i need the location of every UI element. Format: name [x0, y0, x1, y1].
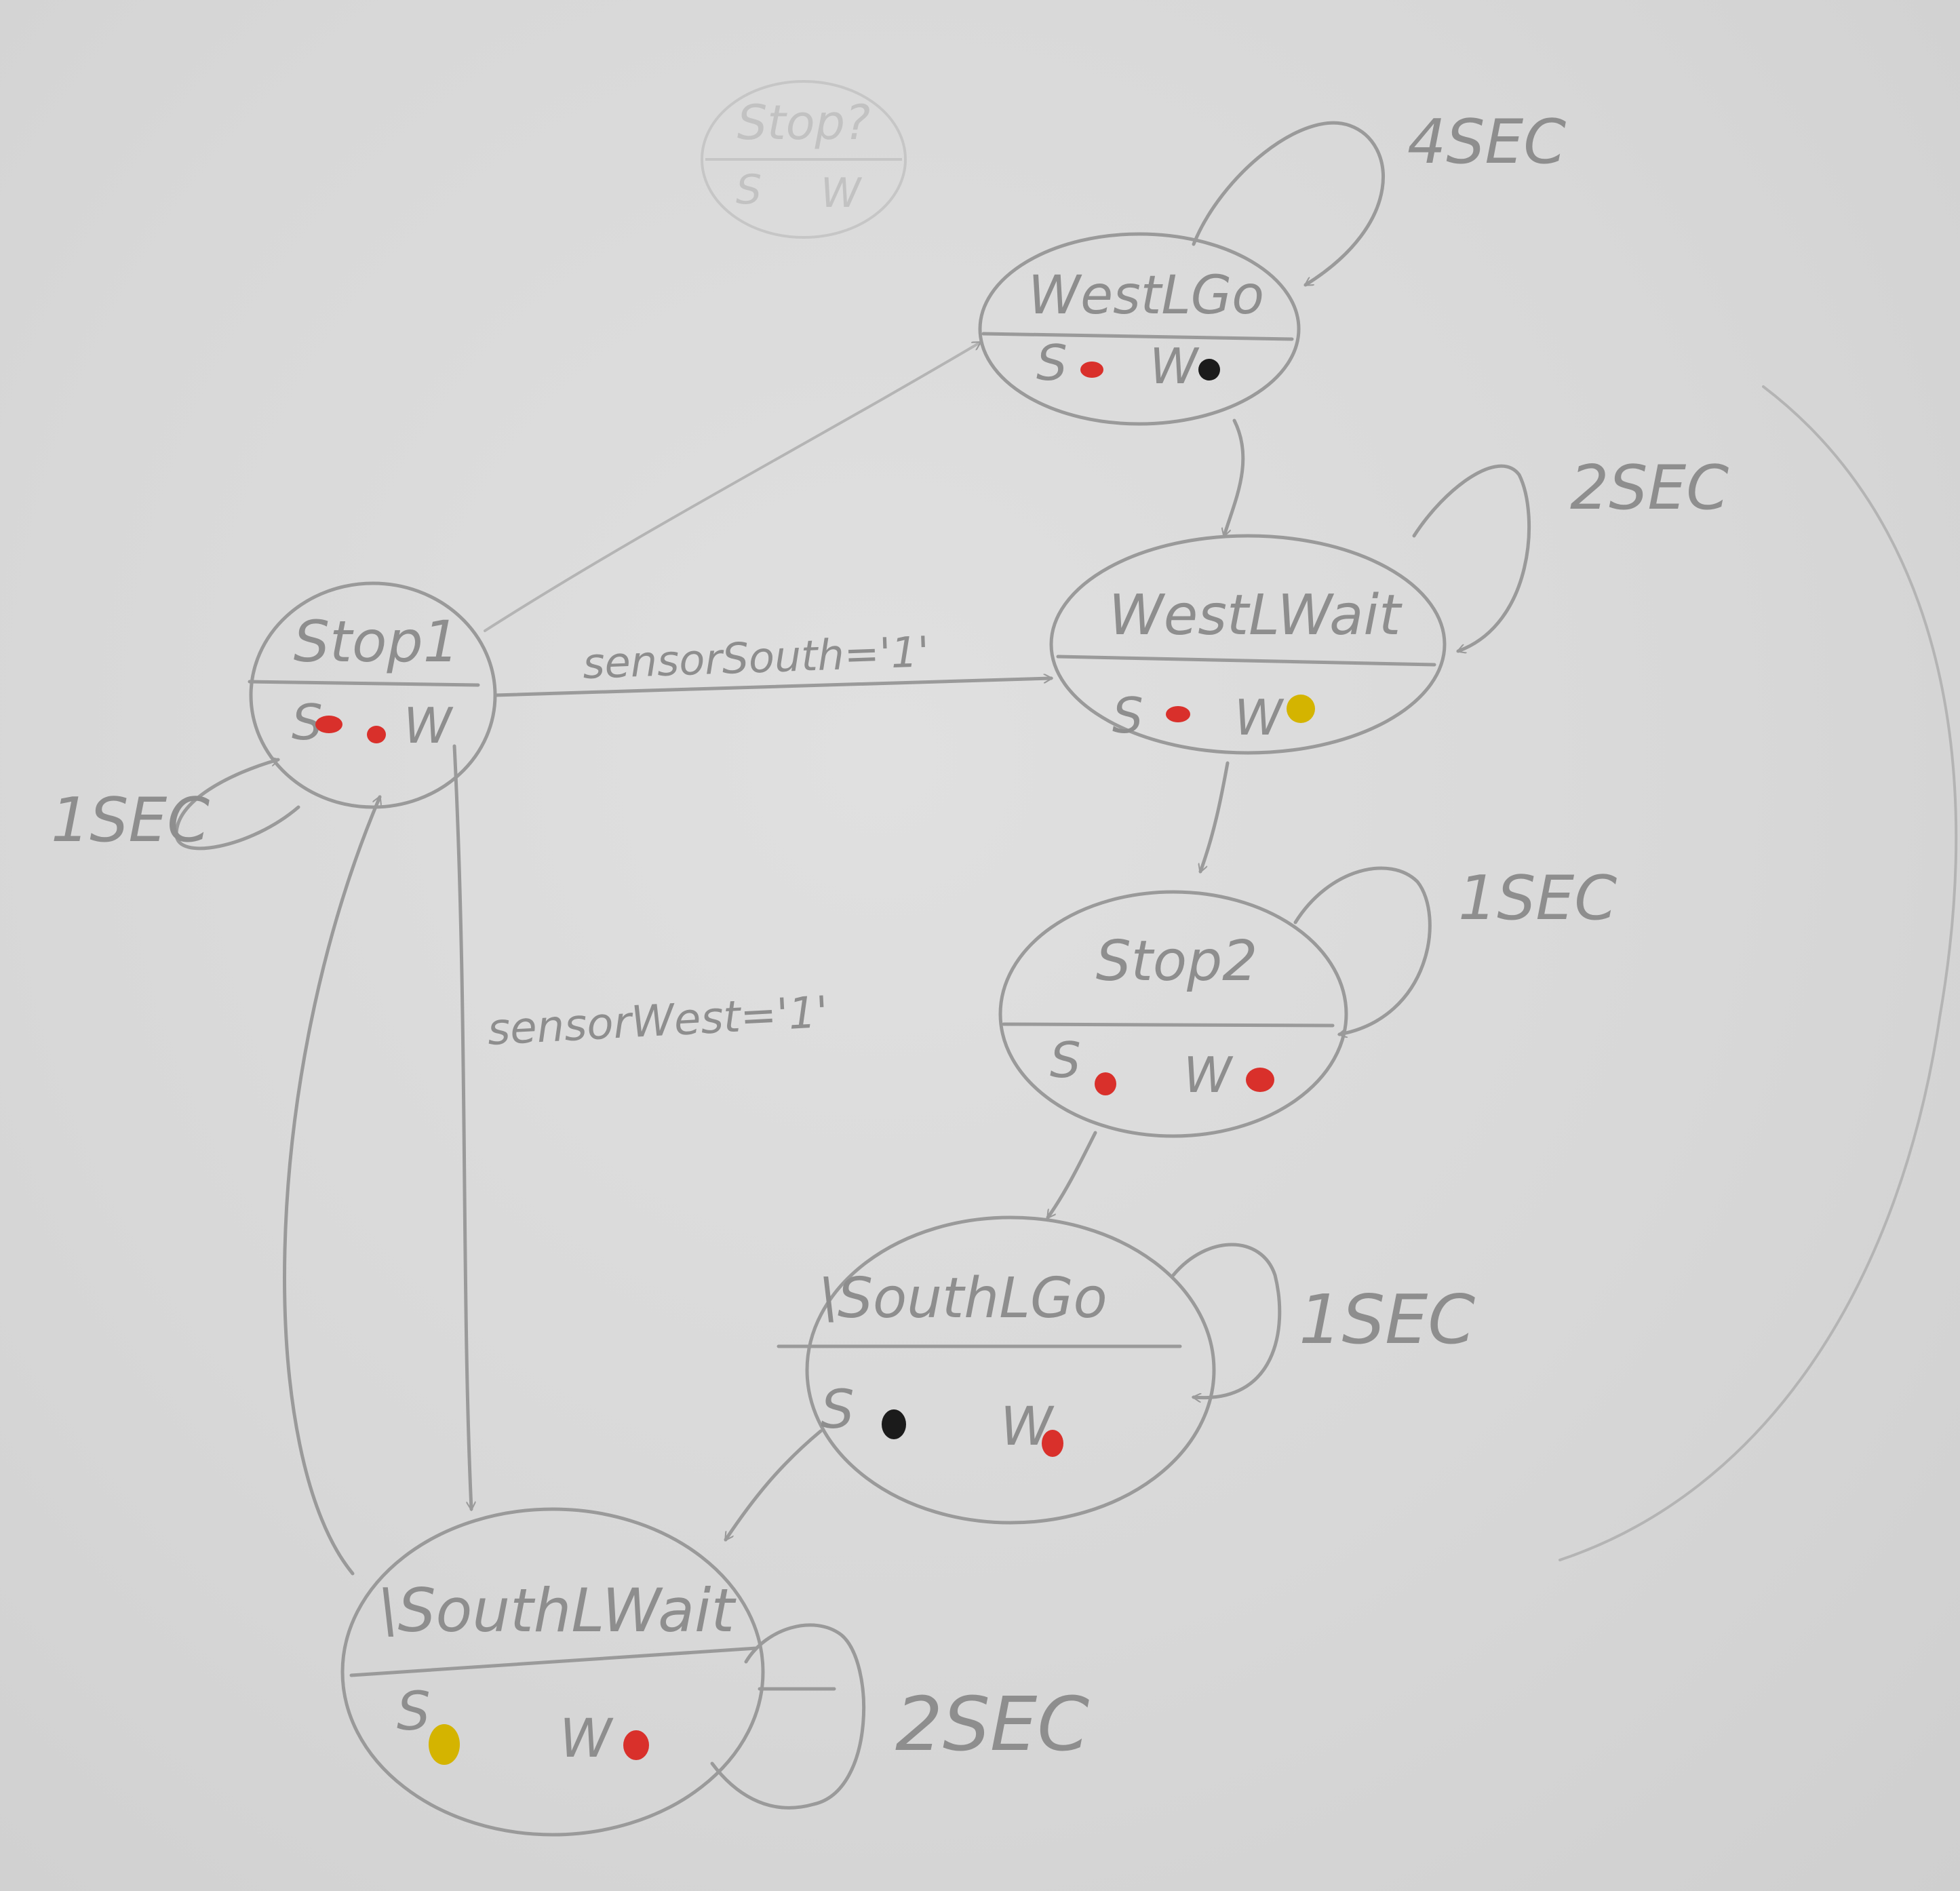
- state-stop2-w-label: W: [1183, 1047, 1234, 1104]
- faint-state-name: Stop?: [737, 95, 870, 151]
- transition-west-wait-to-stop2: [1200, 761, 1230, 872]
- state-south-wait-s-label: S: [397, 1681, 431, 1742]
- stop1-south-light-red: [315, 716, 342, 733]
- state-west-wait: WestLWait S W: [1049, 534, 1447, 755]
- faint-state-w-label: W: [821, 170, 863, 217]
- transition-south-go-to-south-wait: [724, 1429, 823, 1540]
- transition-stop1-to-west-go: [484, 341, 980, 632]
- state-west-wait-w-label: W: [1234, 689, 1285, 746]
- self-loop-south-go-label: 1SEC: [1299, 1280, 1475, 1359]
- self-loop-south-go: [1171, 1243, 1282, 1398]
- south-wait-west-light-red: [623, 1730, 649, 1760]
- state-stop1: Stop1 S W: [248, 581, 497, 809]
- state-west-wait-s-label: S: [1112, 687, 1143, 744]
- transition-south-wait-to-stop1: [283, 797, 380, 1576]
- state-south-go: \SouthLGo S W: [777, 1215, 1216, 1525]
- state-south-wait: \SouthLWait S W: [340, 1507, 765, 1837]
- west-wait-south-light-red: [1166, 706, 1190, 722]
- state-west-wait-name: WestLWait: [1109, 583, 1403, 648]
- self-loop-stop1: [174, 760, 300, 851]
- self-loop-stop1-label: 1SEC: [51, 785, 210, 856]
- state-stop1-name: Stop1: [294, 608, 459, 675]
- self-loop-west-go: [1192, 121, 1385, 287]
- transition-west-go-to-west-wait: [1224, 418, 1245, 536]
- stop2-south-light-red: [1095, 1072, 1116, 1095]
- faint-outer-curve: [1559, 385, 1958, 1561]
- south-go-south-light-black: [882, 1409, 906, 1439]
- transition-sensor-west-label: sensorWest='1': [486, 988, 829, 1055]
- state-stop1-w-label: W: [404, 697, 454, 754]
- state-west-go: WestLGo S W: [978, 232, 1301, 426]
- state-stop2-name: Stop2: [1096, 929, 1258, 994]
- south-go-west-light-red: [1042, 1430, 1063, 1457]
- stop2-west-light-red: [1246, 1068, 1274, 1092]
- state-west-go-w-label: W: [1150, 338, 1200, 395]
- state-south-wait-w-label: W: [560, 1709, 614, 1770]
- state-west-go-s-label: S: [1036, 334, 1067, 391]
- faint-state-s-label: S: [736, 166, 762, 214]
- state-south-go-name: \SouthLGo: [819, 1266, 1107, 1331]
- west-go-west-light-black: [1198, 359, 1220, 381]
- self-loop-stop2-label: 1SEC: [1458, 863, 1617, 934]
- west-go-south-light-red: [1080, 362, 1103, 378]
- transition-stop1-to-west-wait: [493, 678, 1051, 697]
- state-west-go-name: WestLGo: [1028, 265, 1264, 326]
- south-wait-south-light-yellow: [429, 1724, 460, 1765]
- state-south-wait-name: \SouthLWait: [378, 1576, 737, 1645]
- self-loop-south-wait-label: 2SEC: [895, 1681, 1089, 1768]
- transition-stop1-to-south-wait: [452, 744, 471, 1509]
- west-wait-west-light-yellow: [1287, 695, 1315, 723]
- state-stop2-s-label: S: [1050, 1032, 1081, 1089]
- transition-stop2-to-south-go: [1046, 1131, 1097, 1217]
- transition-sensor-south-label: sensorSouth='1': [582, 627, 930, 688]
- self-loop-stop2: [1293, 866, 1432, 1034]
- faint-erased-state: Stop? S W: [701, 80, 907, 239]
- self-loop-west-wait: [1412, 464, 1531, 651]
- stop1-west-light-red: [367, 726, 386, 743]
- state-stop2: Stop2 S W: [998, 890, 1348, 1138]
- self-loop-west-go-label: 4SEC: [1407, 106, 1566, 178]
- state-south-go-s-label: S: [821, 1380, 855, 1441]
- self-loop-west-wait-label: 2SEC: [1570, 452, 1729, 524]
- self-loop-south-wait: [710, 1623, 866, 1810]
